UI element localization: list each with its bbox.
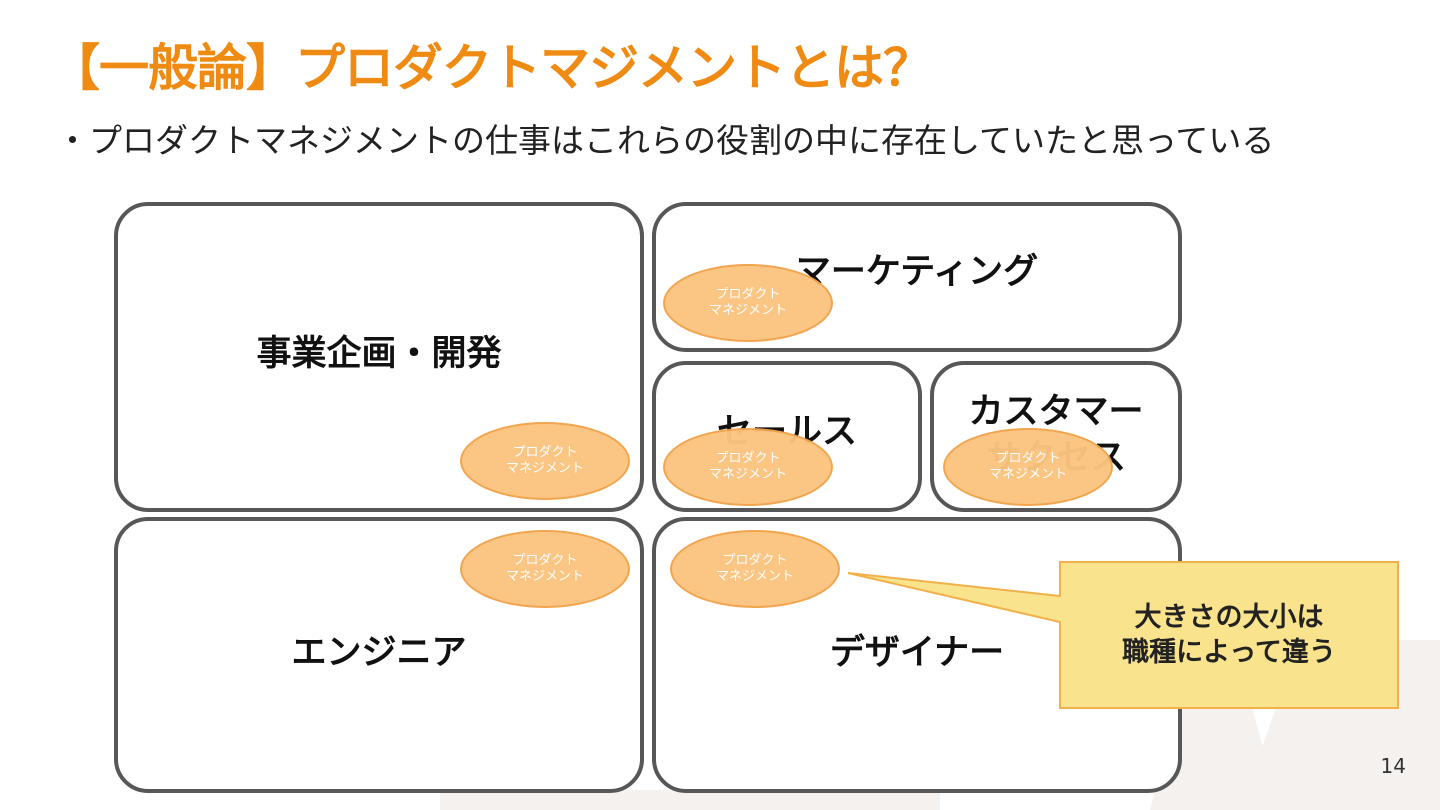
pm-ellipse-business: プロダクト マネジメント (460, 422, 630, 500)
role-label-marketing: マーケティング (795, 252, 1039, 292)
role-label-engineer: エンジニア (291, 633, 467, 673)
pm-ellipse-customer-success: プロダクト マネジメント (943, 428, 1113, 506)
pm-ellipse-designer: プロダクト マネジメント (670, 530, 840, 608)
pm-ellipse-marketing: プロダクト マネジメント (663, 264, 833, 342)
page-number: 14 (1380, 754, 1406, 778)
pm-ellipse-sales: プロダクト マネジメント (663, 428, 833, 506)
slide-title: 【一般論】プロダクトマジメントとは？ (50, 39, 933, 97)
role-label-business: 事業企画・開発 (256, 334, 502, 374)
slide-subtitle: ・プロダクトマネジメントの仕事はこれらの役割の中に存在していたと思っている (56, 121, 1275, 160)
pm-ellipse-engineer: プロダクト マネジメント (460, 530, 630, 608)
callout-text: 大きさの大小は 職種によって違う (1122, 601, 1336, 668)
